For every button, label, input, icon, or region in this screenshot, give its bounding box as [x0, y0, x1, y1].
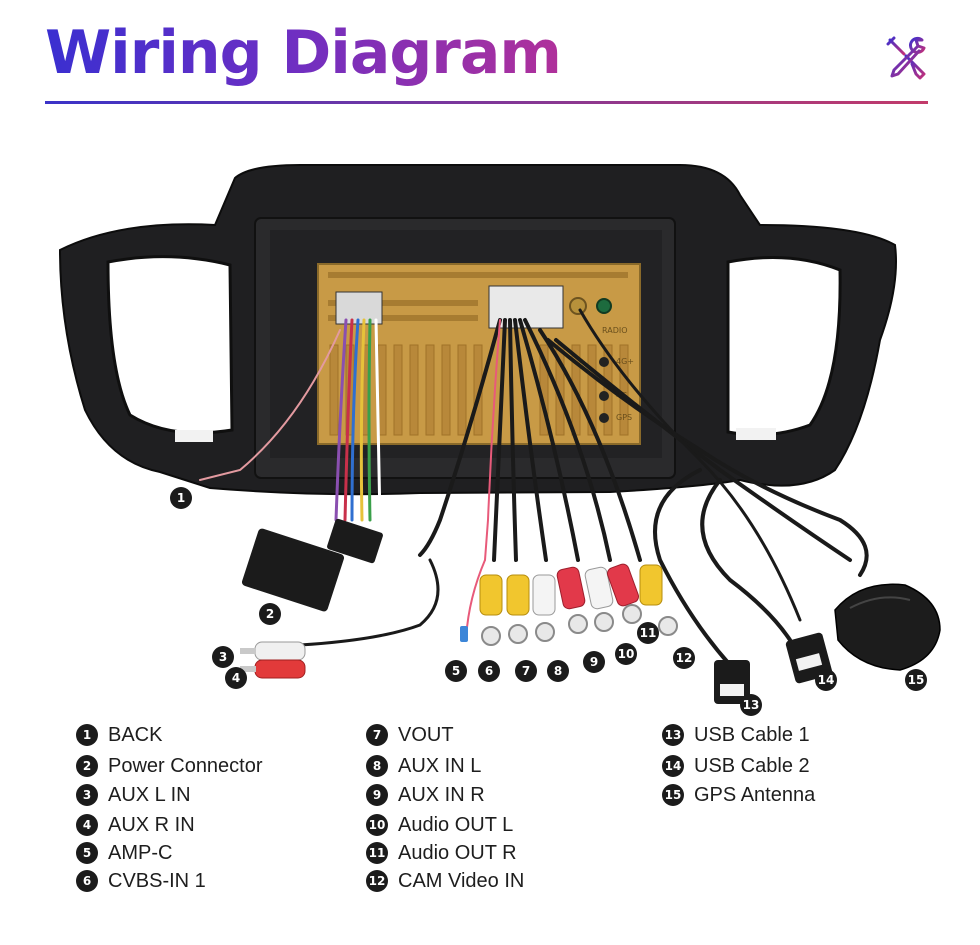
legend-item: 13 USB Cable 1: [662, 723, 810, 747]
legend-label: AMP-C: [108, 841, 173, 864]
legend-number-badge: 13: [662, 724, 684, 746]
legend-number-badge: 4: [76, 814, 98, 836]
legend-label: Audio OUT R: [398, 841, 517, 864]
legend-item: 10 Audio OUT L: [366, 813, 513, 837]
callout-3: 3: [212, 646, 234, 668]
legend-item: 4 AUX R IN: [76, 813, 195, 837]
wires: [199, 308, 869, 667]
head-unit-back-panel: RADIO 4G+ 4G GPS: [317, 263, 641, 445]
callout-15: 15: [905, 669, 927, 691]
legend-number-badge: 3: [76, 784, 98, 806]
legend-item: 1 BACK: [76, 723, 162, 747]
legend-label: AUX IN L: [398, 754, 482, 777]
tools-icon: [886, 36, 926, 80]
legend-label: Power Connector: [108, 754, 263, 777]
callout-2: 2: [259, 603, 281, 625]
callout-1: 1: [170, 487, 192, 509]
callout-4: 4: [225, 667, 247, 689]
legend-item: 3 AUX L IN: [76, 783, 191, 807]
legend-label: GPS Antenna: [694, 783, 816, 806]
legend-label: USB Cable 2: [694, 754, 810, 777]
legend-item: 5 AMP-C: [76, 841, 172, 865]
legend-label: AUX IN R: [398, 783, 485, 806]
page-title: Wiring Diagram: [45, 8, 562, 98]
legend-number-badge: 11: [366, 842, 388, 864]
legend-label: Audio OUT L: [398, 813, 514, 836]
legend-item: 15 GPS Antenna: [662, 783, 815, 807]
legend-item: 12 CAM Video IN: [366, 869, 524, 893]
legend-number-badge: 14: [662, 755, 684, 777]
port-label-radio: RADIO: [602, 326, 628, 335]
legend-number-badge: 10: [366, 814, 388, 836]
callout-12: 12: [673, 647, 695, 669]
callout-7: 7: [515, 660, 537, 682]
legend-number-badge: 5: [76, 842, 98, 864]
callout-14: 14: [815, 669, 837, 691]
callout-13: 13: [740, 694, 762, 716]
legend-label: BACK: [108, 723, 163, 746]
legend-item: 7 VOUT: [366, 723, 454, 747]
legend-item: 8 AUX IN L: [366, 754, 481, 778]
callout-5: 5: [445, 660, 467, 682]
legend-item: 2 Power Connector: [76, 754, 263, 778]
legend-item: 14 USB Cable 2: [662, 754, 810, 778]
callout-9: 9: [583, 651, 605, 673]
legend-number-badge: 8: [366, 755, 388, 777]
legend-label: AUX R IN: [108, 813, 195, 836]
rca-sockets: [479, 563, 678, 646]
legend-number-badge: 7: [366, 724, 388, 746]
callout-10: 10: [615, 643, 637, 665]
aux-rca-plugs: [240, 641, 306, 679]
callout-6: 6: [478, 660, 500, 682]
legend-number-badge: 12: [366, 870, 388, 892]
power-connector-harness: [241, 518, 383, 612]
port-label-4g-plus: 4G+: [616, 357, 634, 366]
callout-11: 11: [637, 622, 659, 644]
legend-item: 9 AUX IN R: [366, 783, 485, 807]
legend-label: VOUT: [398, 723, 454, 746]
wiring-diagram-illustration: RADIO 4G+ 4G GPS: [58, 164, 941, 704]
title-underline: [45, 101, 928, 104]
callout-8: 8: [547, 660, 569, 682]
legend-item: 6 CVBS-IN 1: [76, 869, 206, 893]
legend-number-badge: 2: [76, 755, 98, 777]
legend-label: CAM Video IN: [398, 869, 525, 892]
port-label-gps: GPS: [616, 413, 632, 422]
legend-number-badge: 15: [662, 784, 684, 806]
legend-number-badge: 6: [76, 870, 98, 892]
legend-label: USB Cable 1: [694, 723, 810, 746]
usb-plugs: [714, 632, 833, 704]
gps-antenna-puck: [834, 583, 941, 671]
legend-label: AUX L IN: [108, 783, 191, 806]
legend-label: CVBS-IN 1: [108, 869, 206, 892]
legend-item: 11 Audio OUT R: [366, 841, 517, 865]
legend-number-badge: 9: [366, 784, 388, 806]
legend-number-badge: 1: [76, 724, 98, 746]
amp-control-tip: [460, 626, 468, 642]
